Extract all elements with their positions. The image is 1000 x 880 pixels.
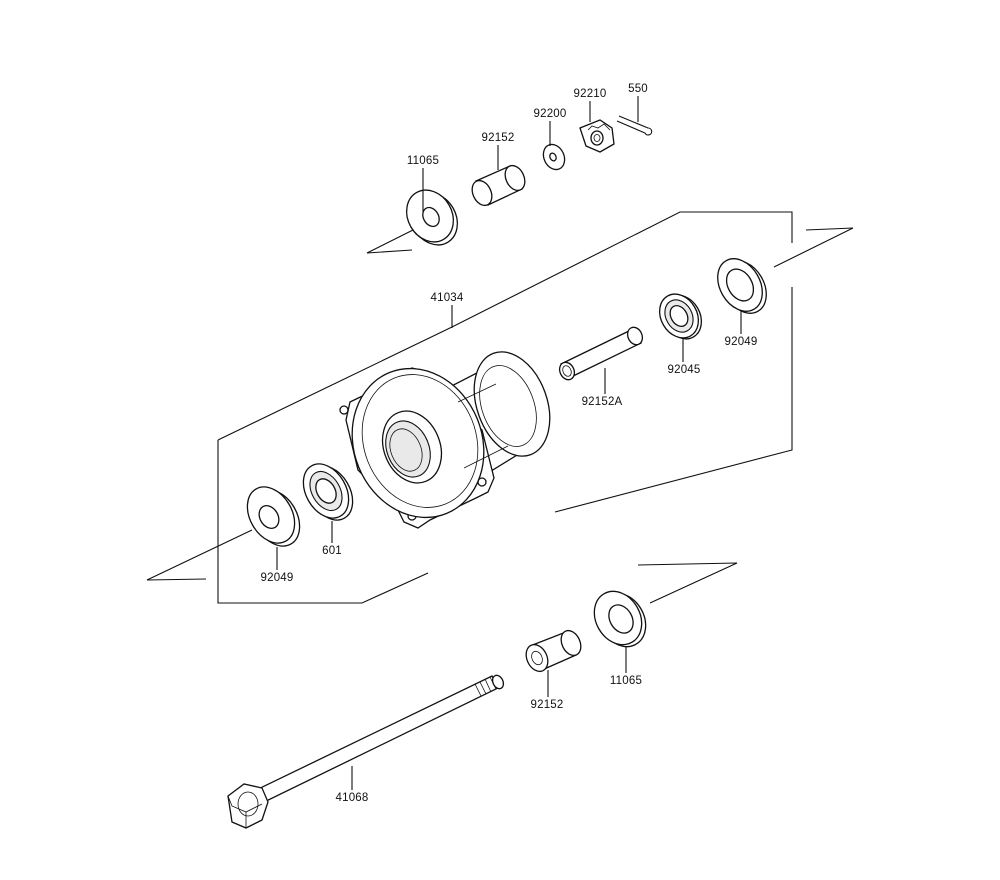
label-92049-left: 92049 bbox=[261, 572, 294, 584]
spacer-92152A[interactable] bbox=[557, 325, 645, 382]
label-92200: 92200 bbox=[534, 108, 567, 120]
axle-41068[interactable] bbox=[227, 674, 505, 829]
washer-11065-top[interactable] bbox=[397, 182, 466, 254]
collar-92152-bottom[interactable] bbox=[522, 627, 585, 675]
label-92152-top: 92152 bbox=[482, 132, 515, 144]
seal-92049-right[interactable] bbox=[709, 251, 776, 321]
leader-lines bbox=[276, 96, 742, 790]
part-labels: 11065 92152 92200 92210 550 41034 92152A… bbox=[261, 83, 758, 804]
label-601: 601 bbox=[322, 545, 342, 557]
washer-92200[interactable] bbox=[539, 141, 568, 173]
hub-group-frame bbox=[217, 211, 793, 604]
label-92152-bottom: 92152 bbox=[531, 699, 564, 711]
label-41068: 41068 bbox=[336, 792, 369, 804]
label-92049-right: 92049 bbox=[725, 336, 758, 348]
collar-92152-top[interactable] bbox=[468, 162, 528, 208]
washer-11065-bottom[interactable] bbox=[585, 583, 655, 655]
label-11065-bottom: 11065 bbox=[610, 675, 642, 687]
label-11065-top: 11065 bbox=[407, 155, 439, 167]
label-550: 550 bbox=[628, 83, 648, 95]
bearing-92045[interactable] bbox=[652, 287, 709, 346]
label-92210: 92210 bbox=[574, 88, 607, 100]
label-92045: 92045 bbox=[668, 364, 701, 376]
seal-92049-left[interactable] bbox=[238, 479, 309, 555]
hub-41034[interactable] bbox=[330, 341, 563, 537]
label-41034: 41034 bbox=[431, 292, 464, 304]
label-92152A: 92152A bbox=[582, 396, 623, 408]
bearing-601[interactable] bbox=[294, 456, 362, 528]
cotter-pin-550[interactable] bbox=[616, 115, 653, 136]
nut-92210[interactable] bbox=[579, 119, 615, 153]
